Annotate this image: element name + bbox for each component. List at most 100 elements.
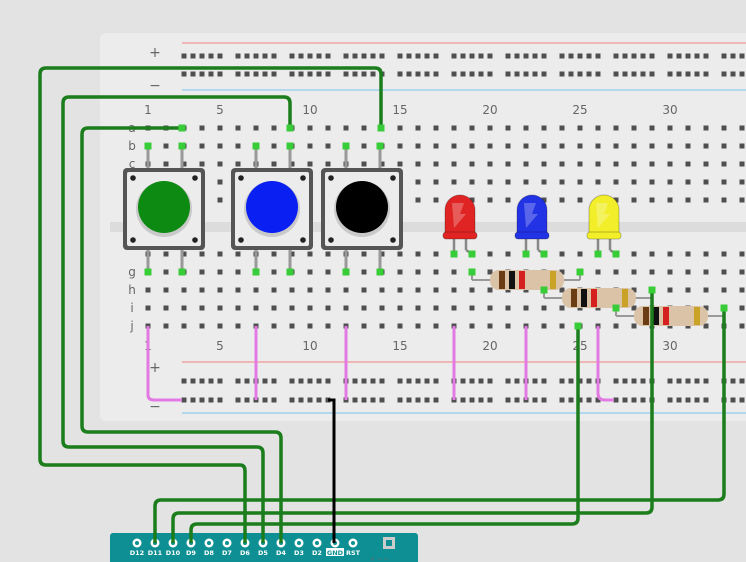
hole[interactable] <box>595 269 601 275</box>
button-cap-green[interactable] <box>138 181 190 233</box>
rail-hole[interactable] <box>649 71 655 77</box>
hole[interactable] <box>379 323 385 329</box>
rail-hole[interactable] <box>217 397 223 403</box>
hole[interactable] <box>217 179 223 185</box>
rail-hole[interactable] <box>343 71 349 77</box>
rail-hole[interactable] <box>208 397 214 403</box>
hole[interactable] <box>505 161 511 167</box>
hole[interactable] <box>613 125 619 131</box>
hole[interactable] <box>217 323 223 329</box>
hole[interactable] <box>487 197 493 203</box>
hole[interactable] <box>739 323 745 329</box>
hole[interactable] <box>577 143 583 149</box>
hole[interactable] <box>667 143 673 149</box>
hole[interactable] <box>451 125 457 131</box>
rail-hole[interactable] <box>559 378 565 384</box>
rail-hole[interactable] <box>622 71 628 77</box>
rail-hole[interactable] <box>568 71 574 77</box>
rail-hole[interactable] <box>487 397 493 403</box>
rail-hole[interactable] <box>541 53 547 59</box>
rail-hole[interactable] <box>199 378 205 384</box>
hole[interactable] <box>145 287 151 293</box>
hole[interactable] <box>361 305 367 311</box>
hole[interactable] <box>325 323 331 329</box>
hole[interactable] <box>181 161 187 167</box>
hole[interactable] <box>577 125 583 131</box>
rail-hole[interactable] <box>667 53 673 59</box>
rail-hole[interactable] <box>622 378 628 384</box>
rail-hole[interactable] <box>460 71 466 77</box>
hole[interactable] <box>451 161 457 167</box>
hole[interactable] <box>559 287 565 293</box>
led-blue[interactable] <box>514 194 550 258</box>
rail-hole[interactable] <box>613 378 619 384</box>
hole[interactable] <box>703 161 709 167</box>
hole[interactable] <box>541 161 547 167</box>
hole[interactable] <box>163 323 169 329</box>
hole[interactable] <box>703 251 709 257</box>
hole[interactable] <box>181 251 187 257</box>
hole[interactable] <box>235 125 241 131</box>
hole[interactable] <box>307 125 313 131</box>
rail-hole[interactable] <box>613 71 619 77</box>
rail-hole[interactable] <box>586 397 592 403</box>
hole[interactable] <box>649 251 655 257</box>
button-cap-black[interactable] <box>336 181 388 233</box>
hole[interactable] <box>631 251 637 257</box>
rail-hole[interactable] <box>685 53 691 59</box>
hole[interactable] <box>739 251 745 257</box>
rail-hole[interactable] <box>595 71 601 77</box>
signal-wire[interactable] <box>153 308 726 543</box>
wire-endpoint[interactable] <box>178 124 186 132</box>
hole[interactable] <box>631 161 637 167</box>
pushbuttons[interactable] <box>123 142 403 276</box>
rail-hole[interactable] <box>433 378 439 384</box>
wire-endpoint[interactable] <box>720 304 728 312</box>
hole[interactable] <box>307 269 313 275</box>
rail-hole[interactable] <box>577 397 583 403</box>
hole[interactable] <box>163 305 169 311</box>
hole[interactable] <box>739 287 745 293</box>
rail-hole[interactable] <box>667 397 673 403</box>
rail-hole[interactable] <box>739 53 745 59</box>
rail-hole[interactable] <box>676 71 682 77</box>
hole[interactable] <box>217 197 223 203</box>
rail-hole[interactable] <box>424 397 430 403</box>
hole[interactable] <box>559 323 565 329</box>
rail-hole[interactable] <box>523 53 529 59</box>
hole[interactable] <box>721 179 727 185</box>
hole[interactable] <box>289 287 295 293</box>
rail-hole[interactable] <box>676 378 682 384</box>
rail-hole[interactable] <box>244 53 250 59</box>
signal-wire[interactable] <box>171 290 654 543</box>
rail-hole[interactable] <box>730 53 736 59</box>
rail-hole[interactable] <box>271 397 277 403</box>
hole[interactable] <box>685 269 691 275</box>
hole[interactable] <box>739 143 745 149</box>
rail-hole[interactable] <box>316 53 322 59</box>
hole[interactable] <box>487 161 493 167</box>
hole[interactable] <box>217 305 223 311</box>
hole[interactable] <box>487 323 493 329</box>
hole[interactable] <box>487 305 493 311</box>
hole[interactable] <box>613 143 619 149</box>
hole[interactable] <box>631 125 637 131</box>
rail-hole[interactable] <box>631 53 637 59</box>
hole[interactable] <box>487 287 493 293</box>
rail-hole[interactable] <box>631 378 637 384</box>
rail-hole[interactable] <box>577 378 583 384</box>
rail-hole[interactable] <box>532 71 538 77</box>
rail-hole[interactable] <box>694 71 700 77</box>
rail-hole[interactable] <box>667 71 673 77</box>
hole[interactable] <box>469 143 475 149</box>
rail-hole[interactable] <box>469 53 475 59</box>
hole[interactable] <box>703 287 709 293</box>
rail-hole[interactable] <box>622 397 628 403</box>
hole[interactable] <box>667 197 673 203</box>
hole[interactable] <box>523 125 529 131</box>
jumper-wire[interactable] <box>596 326 614 402</box>
hole[interactable] <box>541 197 547 203</box>
hole[interactable] <box>271 269 277 275</box>
rail-hole[interactable] <box>352 378 358 384</box>
rail-hole[interactable] <box>253 53 259 59</box>
